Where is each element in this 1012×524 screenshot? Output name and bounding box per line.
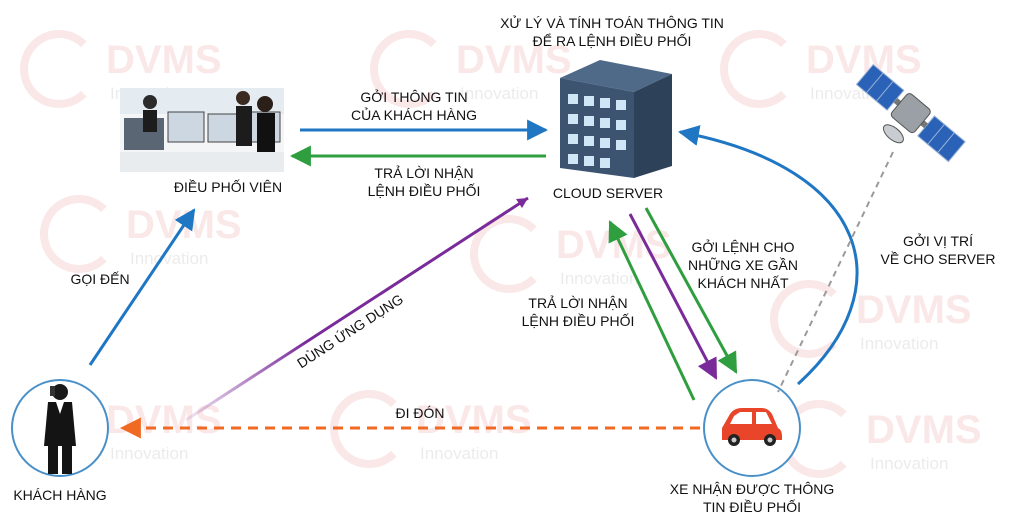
server-caption: XỬ LÝ VÀ TÍNH TOÁN THÔNG TIN ĐỂ RA LỆNH … bbox=[464, 14, 760, 50]
label-send-customer-info: GỞI THÔNG TIN CỦA KHÁCH HÀNG bbox=[326, 88, 502, 124]
server-label: CLOUD SERVER bbox=[552, 185, 664, 201]
edge-label-line: NHỮNG XE GẦN bbox=[688, 257, 798, 273]
arrow-order-to-vehicle bbox=[628, 213, 718, 380]
label-reply-dispatch-vehicle: TRẢ LỜI NHẬN LỆNH ĐIỀU PHỐI bbox=[490, 294, 666, 330]
arrow-send-location bbox=[677, 125, 859, 386]
customer-label: KHÁCH HÀNG bbox=[13, 487, 107, 503]
satellite-icon bbox=[855, 63, 966, 163]
businessman-phone-icon bbox=[44, 384, 76, 474]
edge-label-line: TRẢ LỜI NHẬN bbox=[528, 295, 628, 311]
arrow-call-to bbox=[88, 208, 196, 366]
vehicle-label: XE NHẬN ĐƯỢC THÔNG TIN ĐIỀU PHỐI bbox=[644, 480, 860, 516]
edge-label-line: CỦA KHÁCH HÀNG bbox=[350, 107, 478, 123]
edge-label-line: LỆNH ĐIỀU PHỐI bbox=[521, 313, 635, 329]
edge-label-line: GỞI THÔNG TIN bbox=[360, 89, 468, 105]
vehicle-label-line: TIN ĐIỀU PHỐI bbox=[702, 499, 801, 515]
dispatcher-label: ĐIỀU PHỐI VIÊN bbox=[173, 179, 283, 195]
label-send-location: GỞI VỊ TRÍ VỀ CHO SERVER bbox=[866, 232, 1010, 268]
edge-label-line: GỞI LỆNH CHO bbox=[691, 239, 795, 255]
edge-label-line: LỆNH ĐIỀU PHỐI bbox=[367, 183, 481, 199]
label-call-to: GỌI ĐẾN bbox=[70, 271, 130, 287]
edge-label-line: GỞI VỊ TRÍ bbox=[902, 233, 974, 249]
label-send-order-near: GỞI LỆNH CHO NHỮNG XE GẦN KHÁCH NHẤT bbox=[668, 238, 818, 292]
label-reply-dispatch-top: TRẢ LỜI NHẬN LỆNH ĐIỀU PHỐI bbox=[336, 164, 512, 200]
server-caption-line: ĐỂ RA LỆNH ĐIỀU PHỐI bbox=[532, 33, 692, 49]
arrow-reply-dispatch-vehicle bbox=[608, 220, 696, 401]
edge-label-line: KHÁCH NHẤT bbox=[697, 275, 789, 291]
vehicle-label-line: XE NHẬN ĐƯỢC THÔNG bbox=[669, 481, 835, 497]
label-pick-up: ĐI ĐÓN bbox=[395, 405, 445, 421]
arrow-send-order-near bbox=[644, 207, 738, 374]
office-workers-photo-icon bbox=[120, 88, 284, 172]
building-server-icon bbox=[560, 60, 672, 178]
edge-label-line: VỀ CHO SERVER bbox=[880, 251, 996, 267]
server-caption-line: XỬ LÝ VÀ TÍNH TOÁN THÔNG TIN bbox=[500, 15, 724, 31]
car-icon bbox=[722, 408, 782, 446]
arrow-use-app bbox=[185, 196, 529, 422]
satellite-signal-line bbox=[777, 151, 894, 393]
edge-label-line: TRẢ LỜI NHẬN bbox=[374, 165, 474, 181]
arrow-use-app-head bbox=[516, 198, 528, 208]
